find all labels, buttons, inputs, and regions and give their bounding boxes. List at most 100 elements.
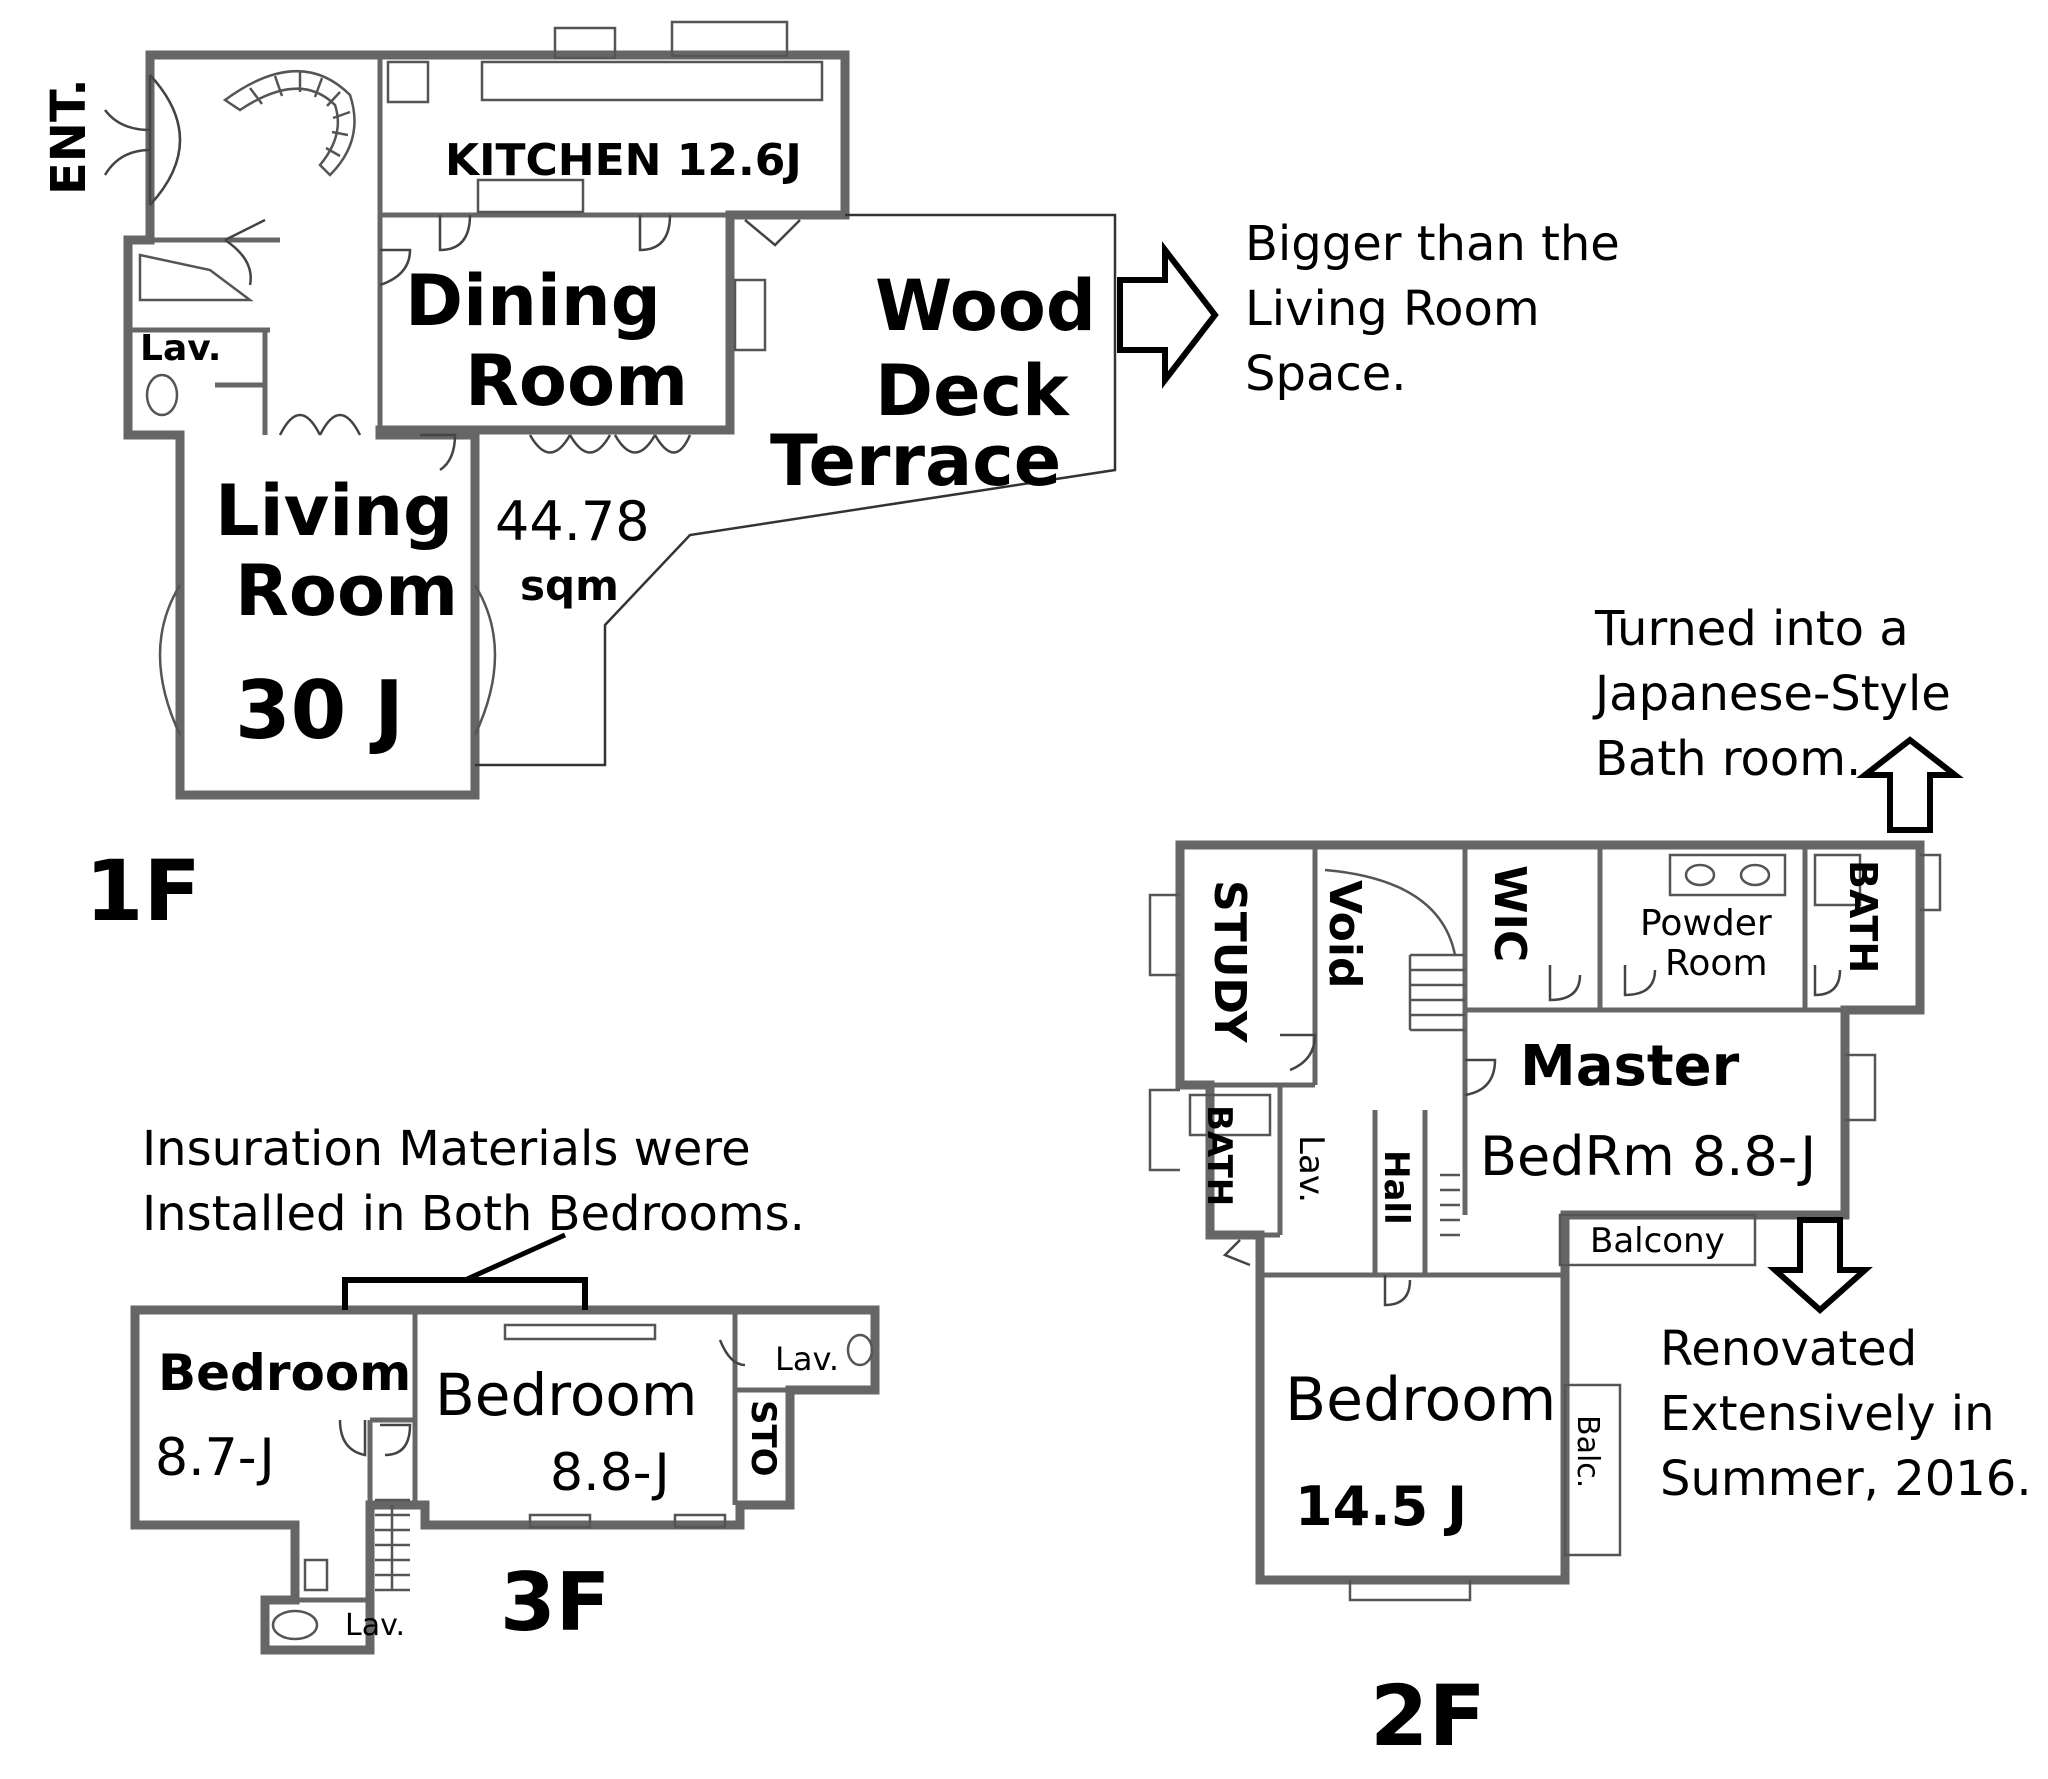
wood-deck-outline: [475, 213, 1117, 767]
note-renovated: Renovated Extensively in Summer, 2016.: [1660, 1321, 2032, 1507]
master-label-1: Master: [1520, 1034, 1740, 1099]
balc-outline: [1563, 1383, 1622, 1557]
balcony-outline: [1558, 1213, 1757, 1267]
powder-label-1: Powder: [1640, 903, 1772, 944]
bedroom-door: [1383, 1275, 1412, 1307]
wic-door: [1548, 965, 1582, 1002]
dining-door: [638, 214, 672, 252]
bath-window: [1148, 1088, 1180, 1172]
bay-window-left: [158, 584, 182, 736]
floor-1f: ENT. KITCHEN 12.6J Dining Room Lav. Livi…: [41, 20, 1219, 940]
bedroom-label: Bedroom: [1285, 1365, 1556, 1435]
living-label-1: Living: [215, 470, 453, 552]
bath-tub: [1813, 853, 1862, 907]
toilet: [271, 1609, 319, 1641]
arrow-up-icon: [1856, 736, 1964, 833]
kitchen-island: [476, 178, 585, 214]
deck-label-2: Deck: [875, 350, 1070, 432]
dining-window: [733, 278, 767, 352]
deck-area: 44.78: [495, 490, 650, 553]
note-renov-line2: Extensively in: [1660, 1386, 1995, 1442]
study-window: [1148, 893, 1180, 977]
bracket-pointer: [463, 1232, 567, 1283]
living-size: 30 J: [235, 664, 404, 757]
kitchen-window: [670, 20, 789, 58]
bedroom-door: [338, 1419, 367, 1457]
balcony-label: Balcony: [1590, 1221, 1725, 1261]
2f-stairs: [1408, 953, 1465, 1032]
sink: [1684, 863, 1716, 887]
living-label-2: Room: [235, 550, 458, 632]
floor-1f-label: 1F: [85, 842, 201, 940]
master-label-2: BedRm 8.8-J: [1480, 1125, 1816, 1188]
deck-french-doors: [528, 434, 692, 454]
wic-label: WIC: [1484, 865, 1535, 962]
toilet: [846, 1333, 874, 1367]
lav-door: [224, 218, 266, 286]
note-renov-line1: Renovated: [1660, 1321, 1917, 1377]
living-door: [278, 413, 362, 436]
note-bath: Turned into a Japanese-Style Bath room.: [1592, 601, 1951, 787]
bath-tub: [1188, 1093, 1272, 1137]
bath-label-b: BATH: [1199, 1105, 1239, 1206]
sink: [1739, 863, 1771, 887]
bath-door: [1813, 965, 1842, 997]
floor-2f: STUDY Void WIC Powder Room BATH BATH Mas…: [1148, 736, 1964, 1765]
bedroom-size: 14.5 J: [1295, 1475, 1467, 1538]
deck-door: [744, 219, 801, 247]
3f-window: [528, 1513, 592, 1529]
lav-label: Lav.: [140, 328, 221, 369]
vanity: [1668, 853, 1787, 897]
powder-door: [1623, 965, 1657, 997]
lav-sink: [138, 253, 254, 302]
powder-label-2: Room: [1665, 943, 1768, 984]
sto-label: STO: [743, 1400, 783, 1477]
master-window: [1845, 1053, 1877, 1122]
arrow-down-icon: [1767, 1217, 1873, 1315]
note-deck-line1: Bigger than the: [1245, 216, 1620, 272]
lav-a-label: Lav.: [775, 1340, 839, 1378]
bedroom-b-label: Bedroom: [435, 1361, 697, 1429]
fridge: [386, 60, 430, 104]
deck-label-3: Terrace: [770, 420, 1061, 502]
hall-label: Hall: [1376, 1150, 1416, 1225]
void-label: Void: [1319, 880, 1370, 988]
void-curve: [1324, 868, 1457, 956]
lav-b-label: Lav.: [345, 1608, 405, 1643]
entrance-door: [148, 74, 182, 206]
dining-label-2: Room: [465, 340, 688, 422]
note-renov-line3: Summer, 2016.: [1660, 1451, 2032, 1507]
bay-window-right: [473, 584, 497, 736]
lav-label: Lav.: [1291, 1135, 1331, 1203]
bedroom-a-label: Bedroom: [158, 1344, 411, 1402]
study-label: STUDY: [1204, 880, 1255, 1044]
bedroom-b-size: 8.8-J: [550, 1443, 670, 1503]
study-door: [1280, 1033, 1317, 1072]
bath-door: [1222, 1239, 1251, 1267]
note-insul-line1: Insuration Materials were: [142, 1121, 751, 1177]
2f-hall-stairs: [1440, 1173, 1460, 1237]
note-deck-line2: Living Room: [1245, 281, 1540, 337]
bath-label-a: BATH: [1841, 860, 1885, 973]
3f-window: [673, 1513, 727, 1529]
floor-3f: Bedroom 8.7-J Bedroom 8.8-J Lav. Lav. ST…: [130, 1232, 880, 1655]
sink: [303, 1558, 329, 1592]
bath-window: [1920, 853, 1942, 912]
deck-unit: sqm: [520, 561, 619, 610]
kitchen-label: KITCHEN 12.6J: [445, 135, 802, 186]
living-side-door: [420, 433, 457, 472]
lav-door: [718, 1339, 746, 1367]
entrance-label: ENT.: [41, 78, 97, 195]
arrow-right-icon: [1117, 241, 1219, 389]
bedroom-window: [1348, 1580, 1472, 1602]
note-insul-line2: Installed in Both Bedrooms.: [142, 1186, 805, 1242]
dining-door: [438, 214, 472, 252]
note-insulation: Insuration Materials were Installed in B…: [142, 1121, 805, 1242]
bedroom-door: [380, 1423, 412, 1457]
floor-3f-label: 3F: [500, 1556, 610, 1649]
bedroom-a-size: 8.7-J: [155, 1428, 275, 1488]
note-bath-line1: Turned into a: [1594, 601, 1909, 657]
note-bath-line2: Japanese-Style: [1592, 666, 1951, 722]
balc-label: Balc.: [1570, 1415, 1605, 1488]
deck-label-1: Wood: [875, 265, 1096, 347]
